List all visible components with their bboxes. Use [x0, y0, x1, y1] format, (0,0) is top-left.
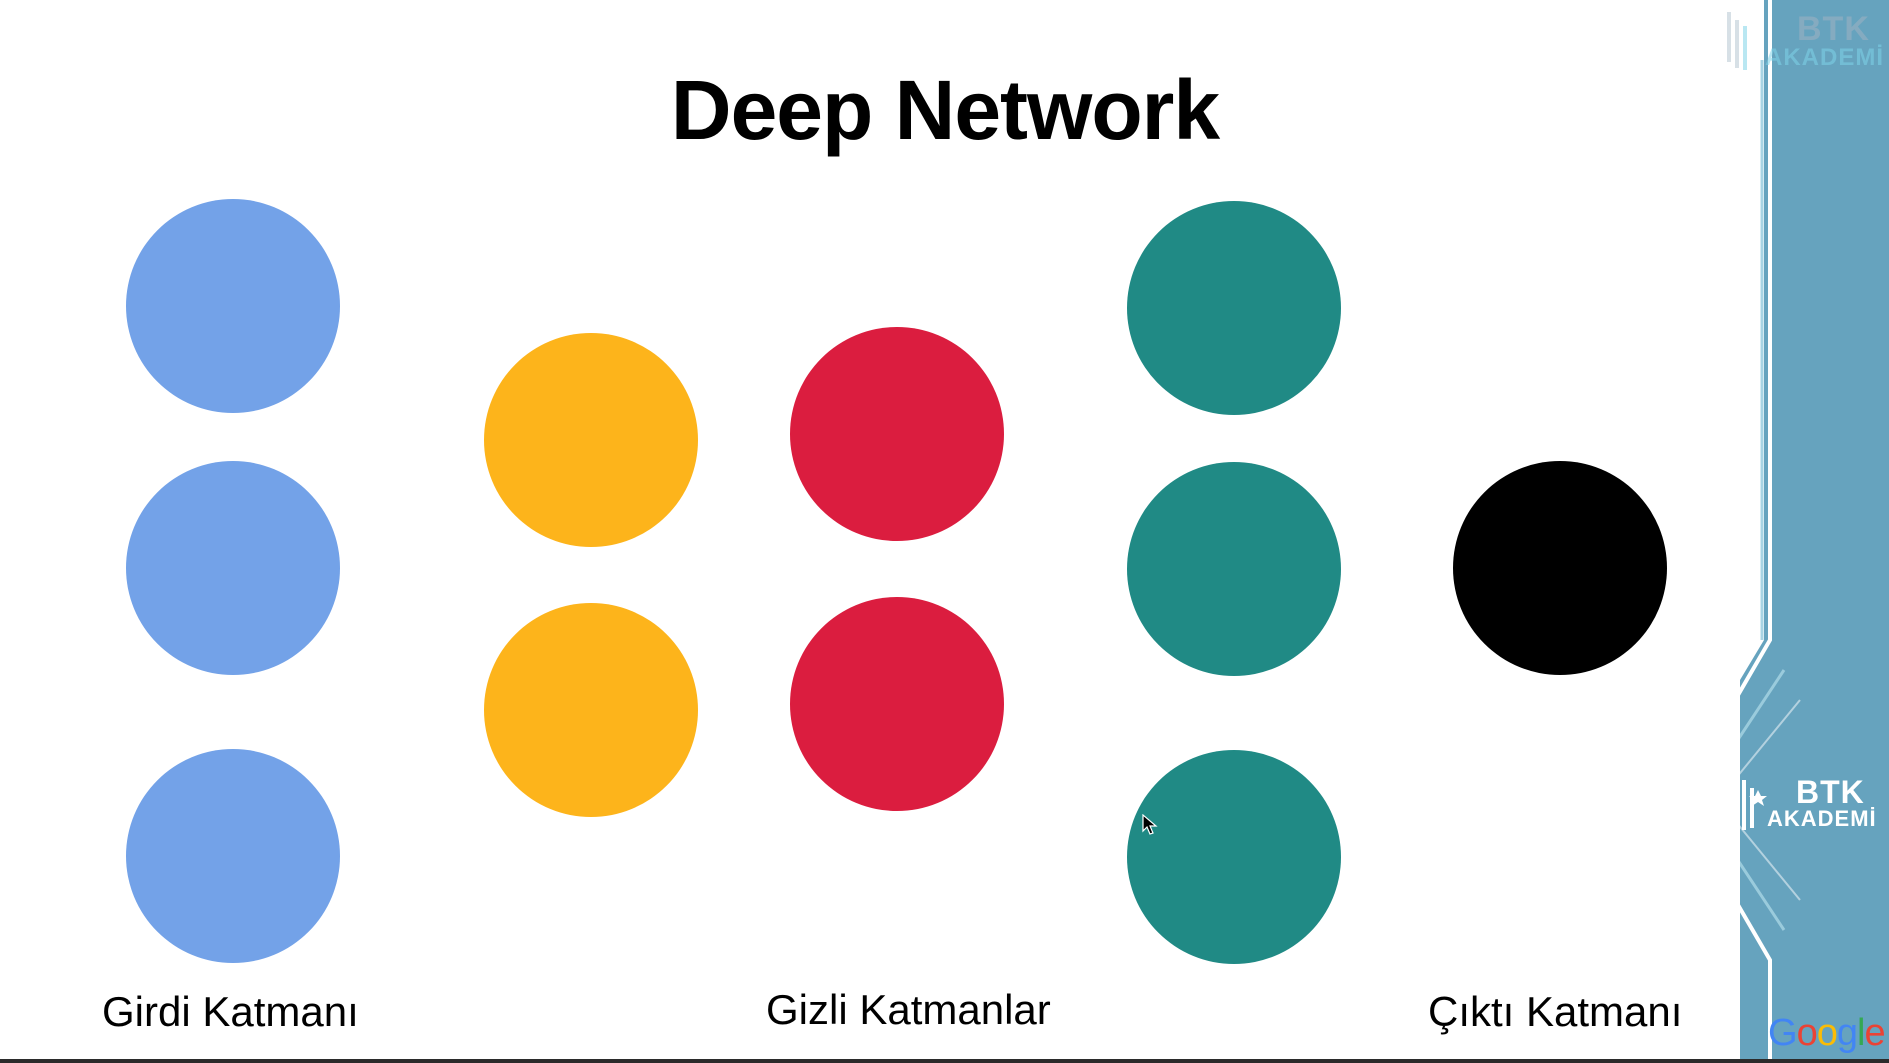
output-node: [1453, 461, 1667, 675]
btk-logo-side-line1: BTK: [1796, 774, 1865, 810]
input-layer-label: Girdi Katmanı: [102, 988, 359, 1035]
btk-logo-side-line2: AKADEMİ: [1767, 806, 1877, 831]
google-logo: Google: [1768, 1012, 1886, 1055]
mouse-cursor-icon: [1142, 814, 1158, 835]
output-layer-label: Çıktı Katmanı: [1428, 988, 1683, 1035]
btk-logo-top-line1: BTK: [1797, 10, 1870, 48]
hidden1-node-1: [484, 333, 698, 547]
hidden3-node-3: [1127, 750, 1341, 964]
hidden2-node-2: [790, 597, 1004, 811]
branded-side-panel: [1740, 0, 1889, 1059]
google-letter-2: o: [1796, 1012, 1818, 1054]
input-node-2: [126, 461, 340, 675]
hidden2-node-1: [790, 327, 1004, 541]
slide-title: Deep Network: [670, 63, 1220, 157]
google-letter-5: l: [1856, 1012, 1866, 1054]
input-node-3: [126, 749, 340, 963]
hidden1-node-2: [484, 603, 698, 817]
hidden3-node-1: [1127, 201, 1341, 415]
bottom-edge-bar: [0, 1059, 1889, 1063]
google-letter-1: G: [1768, 1012, 1798, 1054]
google-letter-4: g: [1836, 1012, 1858, 1054]
btk-logo-top-line2: AKADEMİ: [1765, 44, 1884, 71]
input-node-1: [126, 199, 340, 413]
btk-logo-mark-icon: [1727, 12, 1747, 70]
google-letter-6: e: [1864, 1012, 1885, 1054]
btk-side-logo-mark-icon: [1734, 774, 1767, 830]
google-letter-3: o: [1816, 1012, 1838, 1054]
hidden-layers-label: Gizli Katmanlar: [766, 986, 1051, 1033]
hidden3-node-2: [1127, 462, 1341, 676]
